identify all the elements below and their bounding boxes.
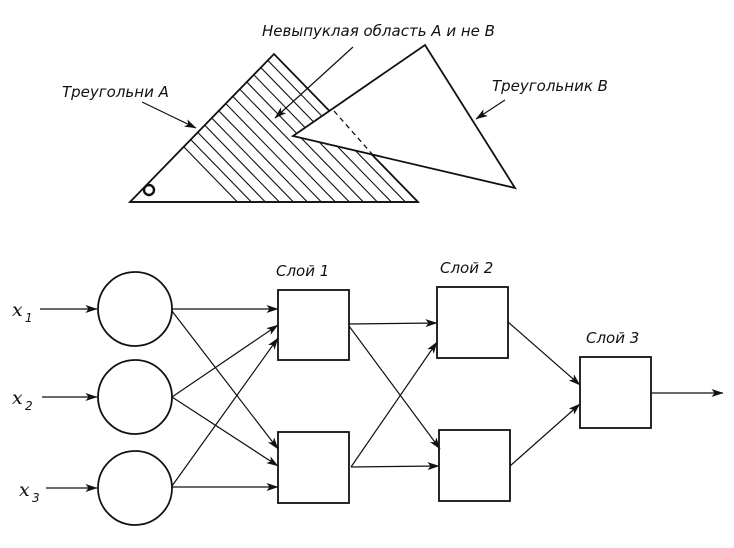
connection	[509, 403, 581, 467]
layer-2-neuron-2	[438, 429, 511, 502]
connection	[171, 337, 279, 487]
input-label-x2: x 2	[12, 387, 33, 413]
connection	[171, 310, 279, 450]
hatch-line	[135, 54, 307, 202]
pointer-arrow-nonconvex-region	[274, 46, 354, 119]
connection	[348, 325, 441, 450]
connection	[171, 324, 279, 398]
input-label-x3: x 3	[19, 479, 40, 505]
layer-3-neuron	[579, 356, 652, 429]
corner-marker-icon	[142, 183, 156, 197]
connection	[507, 321, 581, 386]
triangle-b	[290, 43, 517, 190]
connection	[171, 396, 279, 467]
hatch-line	[130, 54, 265, 202]
connection	[350, 341, 438, 468]
layer-1-neuron-2	[277, 431, 350, 504]
input-neuron-2	[97, 359, 173, 435]
label-nonconvex-region: Невыпуклая область А и не В	[262, 22, 495, 40]
input-var: x	[12, 299, 23, 321]
pointer-arrow-triangle-b	[475, 99, 506, 120]
hatch-line	[149, 54, 321, 202]
input-neuron-3	[97, 450, 173, 526]
neural-network: x 1 x 2 x 3 Слой 1 Слой 2 Слой 3	[12, 259, 724, 526]
pointer-arrow-triangle-a	[141, 101, 197, 129]
input-subscript: 1	[25, 311, 33, 325]
input-neuron-1	[97, 271, 173, 347]
input-subscript: 2	[25, 399, 33, 413]
layer-2-neuron-1	[436, 286, 509, 359]
input-label-x1: x 1	[12, 299, 33, 325]
hatch-line	[130, 54, 279, 202]
layer-label-1: Слой 1	[276, 262, 329, 280]
connection	[348, 319, 438, 328]
input-var: x	[12, 387, 23, 409]
hatch-line	[130, 54, 251, 202]
input-var: x	[19, 479, 30, 501]
layer-label-3: Слой 3	[586, 329, 639, 347]
triangle-a-hidden-edge	[333, 110, 373, 155]
label-triangle-b: Треугольник В	[492, 77, 608, 95]
layer-1-neuron-1	[277, 289, 350, 361]
label-triangle-a: Треугольни А	[62, 83, 169, 101]
connection	[350, 462, 440, 471]
layer-label-2: Слой 2	[440, 259, 493, 277]
input-subscript: 3	[32, 491, 40, 505]
